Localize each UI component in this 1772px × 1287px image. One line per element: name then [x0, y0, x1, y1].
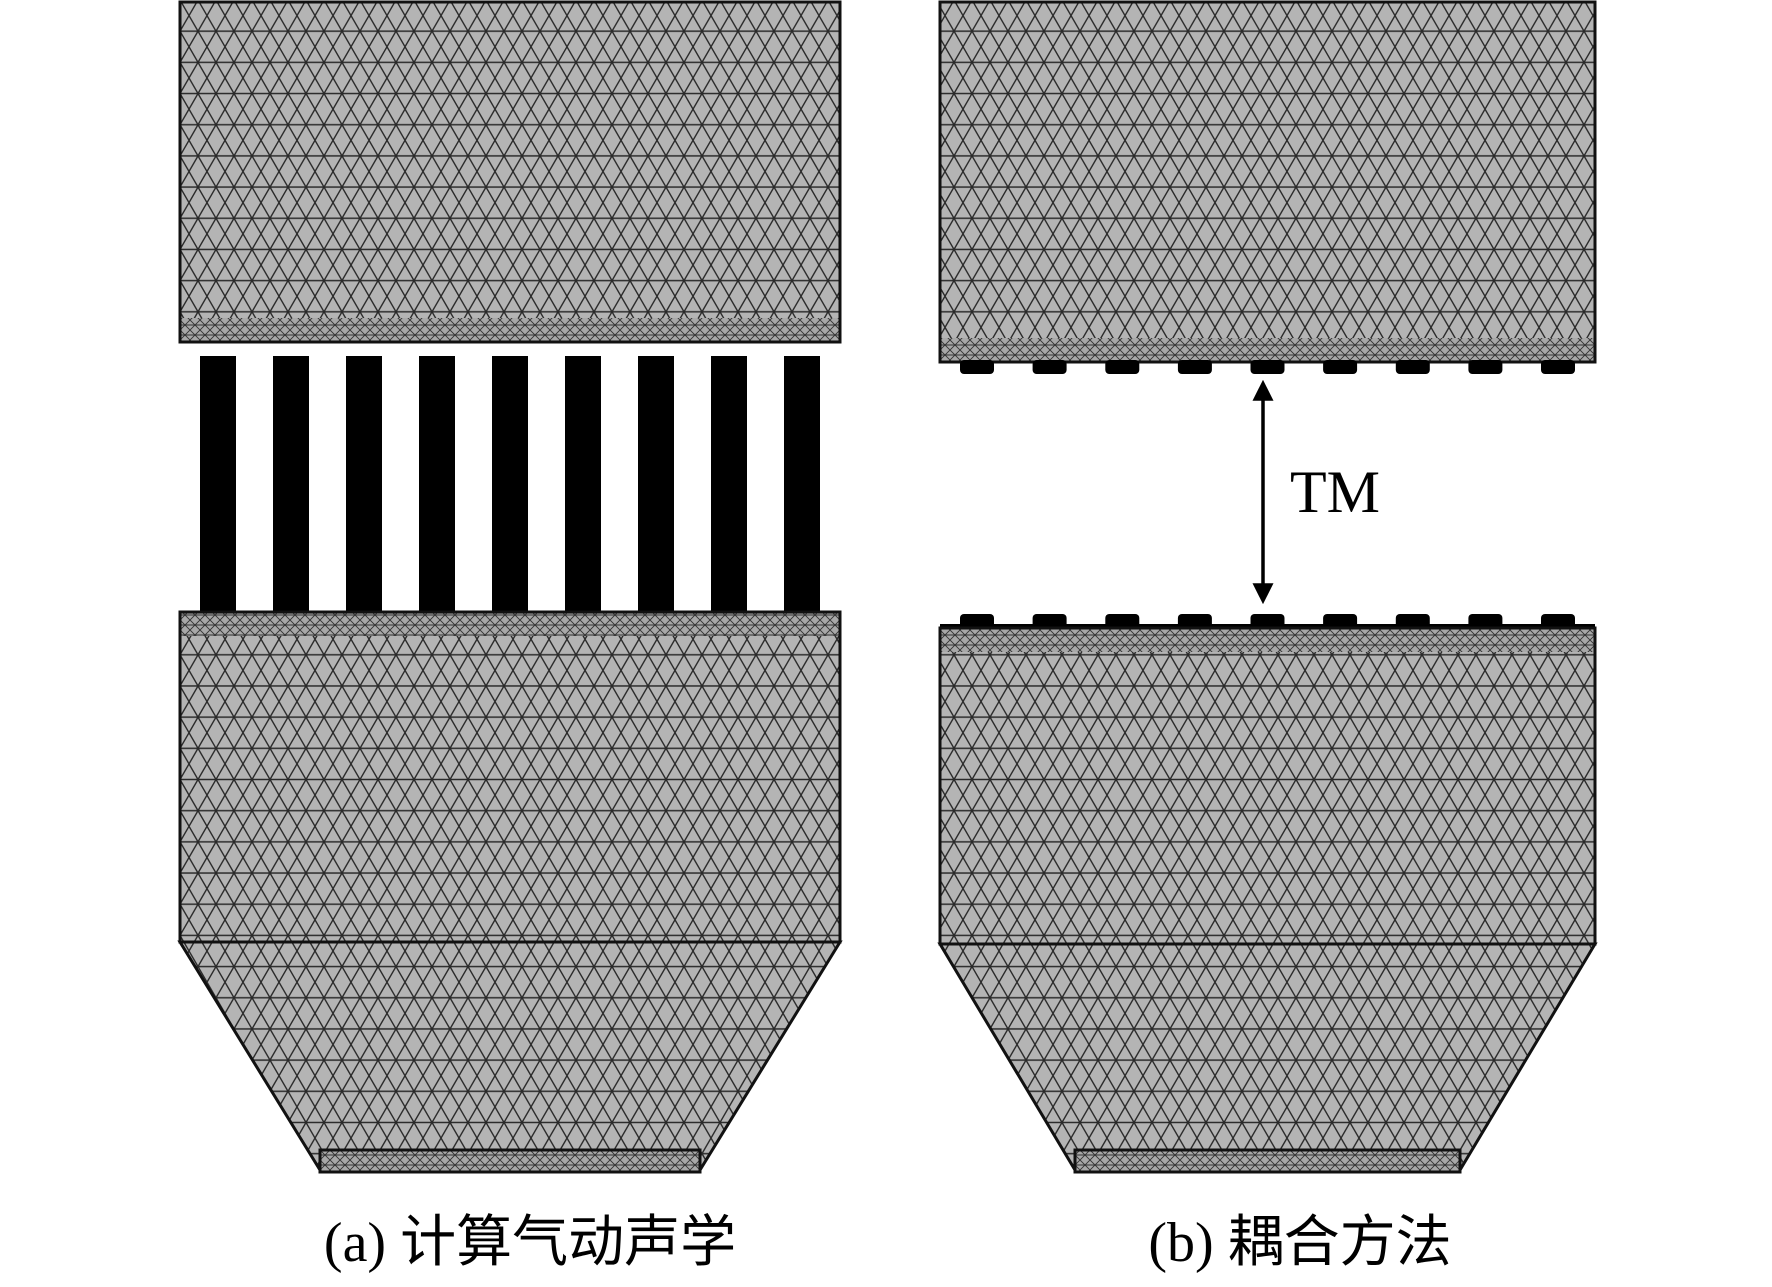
boundary-tooth-top-5	[1250, 360, 1285, 374]
boundary-tooth-top-7	[1395, 360, 1430, 374]
panel-a-bars	[200, 356, 820, 614]
panel-b-caption: (b) 耦合方法	[1148, 1212, 1452, 1274]
bar-7	[638, 356, 674, 614]
bar-5	[492, 356, 528, 614]
panel-b-top-block	[938, 0, 1597, 364]
panel-a-bottom-block	[177, 610, 843, 1174]
panel-b-bottom-block	[937, 626, 1598, 1174]
bar-8	[711, 356, 747, 614]
boundary-tooth-top-9	[1541, 360, 1575, 374]
panel-b: TM	[937, 0, 1598, 1174]
boundary-tooth-top-3	[1105, 360, 1140, 374]
bar-2	[273, 356, 309, 614]
boundary-tooth-top-4	[1177, 360, 1212, 374]
panel-a	[177, 0, 843, 1174]
boundary-tooth-top-6	[1323, 360, 1358, 374]
boundary-tooth-top-1	[960, 360, 994, 374]
panel-a-caption: (a) 计算气动声学	[323, 1212, 737, 1274]
bar-4	[419, 356, 455, 614]
bar-6	[565, 356, 601, 614]
tm-label: TM	[1290, 459, 1380, 525]
boundary-tooth-top-2	[1032, 360, 1067, 374]
bar-3	[346, 356, 382, 614]
bar-9	[784, 356, 820, 614]
boundary-tooth-top-8	[1468, 360, 1503, 374]
bar-1	[200, 356, 236, 614]
panel-b-top-boundary	[960, 360, 1575, 374]
panel-a-top-block	[178, 0, 842, 344]
